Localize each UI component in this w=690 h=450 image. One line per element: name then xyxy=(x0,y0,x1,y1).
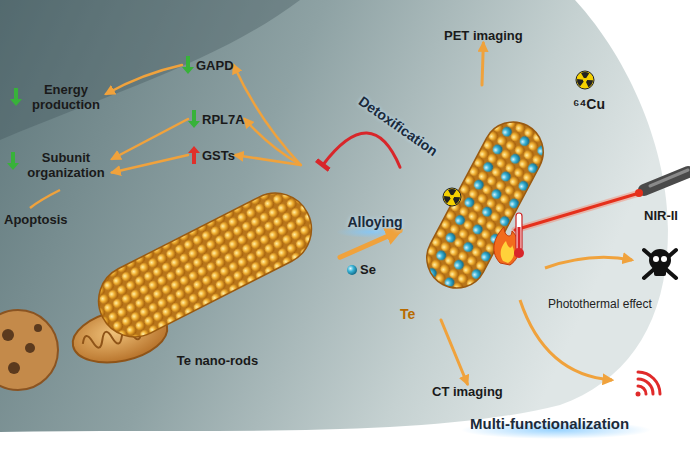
alloy-nanorod xyxy=(400,85,605,320)
connector-arrow xyxy=(323,133,400,167)
node-label: ⁶⁴Cu xyxy=(573,97,605,112)
node-label: RPL7A xyxy=(202,112,245,127)
edge-label: Alloying xyxy=(347,214,402,230)
chromatin xyxy=(25,343,35,353)
connector-arrow xyxy=(482,43,483,85)
protein-text: GAPD xyxy=(182,56,234,74)
free-label: NIR-II xyxy=(644,208,678,224)
node-label: PET imaging xyxy=(444,28,523,43)
free-label: Se xyxy=(360,262,376,278)
node-label: Te nano-rods xyxy=(95,353,340,368)
se-atom xyxy=(347,265,357,275)
node-label: Energy production xyxy=(26,82,106,112)
nanorod-node: Te nano-rods xyxy=(95,165,340,370)
chromatin xyxy=(2,329,14,341)
connector-arrow xyxy=(112,155,188,173)
edge-label: Detoxification xyxy=(355,93,440,159)
node-label: Subunit organization xyxy=(20,150,112,180)
connector-arrow xyxy=(235,155,301,165)
free-label: Apoptosis xyxy=(4,212,68,228)
connector-arrow xyxy=(340,231,400,258)
connector-arrow xyxy=(112,119,188,159)
connector-arrow xyxy=(441,320,467,384)
pathway-text: Energy production xyxy=(26,82,106,112)
pathway-text: Subunit organization xyxy=(20,150,112,180)
node-label: GAPD xyxy=(196,58,234,73)
nucleus xyxy=(0,310,58,390)
decrease-arrow xyxy=(182,56,194,74)
cell-shade xyxy=(0,0,300,140)
imaging-text: PET imaging xyxy=(444,28,523,43)
chromatin xyxy=(34,324,42,332)
te-nanorod xyxy=(95,165,340,370)
decrease-arrow xyxy=(188,110,200,128)
cell-body xyxy=(0,0,668,432)
free-label: Multi-functionalization xyxy=(470,416,629,432)
connector-arrow xyxy=(106,65,182,94)
free-label: Photothermal effect xyxy=(548,296,652,312)
node-label: CT imaging xyxy=(432,384,503,399)
node-label: GSTs xyxy=(202,148,235,163)
decrease-arrow xyxy=(7,152,19,170)
nanorod-node: ⁶⁴CuTe xyxy=(400,85,605,320)
skull-icon xyxy=(644,249,676,278)
increase-arrow xyxy=(188,146,200,164)
protein-text: GSTs xyxy=(188,146,235,164)
effect-arrow xyxy=(520,300,612,380)
protein-text: RPL7A xyxy=(188,110,245,128)
chromatin xyxy=(8,362,20,374)
effect-arrow xyxy=(545,257,632,268)
radiation-symbol xyxy=(576,71,594,89)
pathway-arrow xyxy=(30,190,60,208)
imaging-text: CT imaging xyxy=(432,384,503,399)
decrease-arrow xyxy=(10,88,22,106)
node-sublabel: Te xyxy=(400,307,415,322)
laser-pen xyxy=(515,170,688,230)
signal-icon xyxy=(636,372,661,397)
